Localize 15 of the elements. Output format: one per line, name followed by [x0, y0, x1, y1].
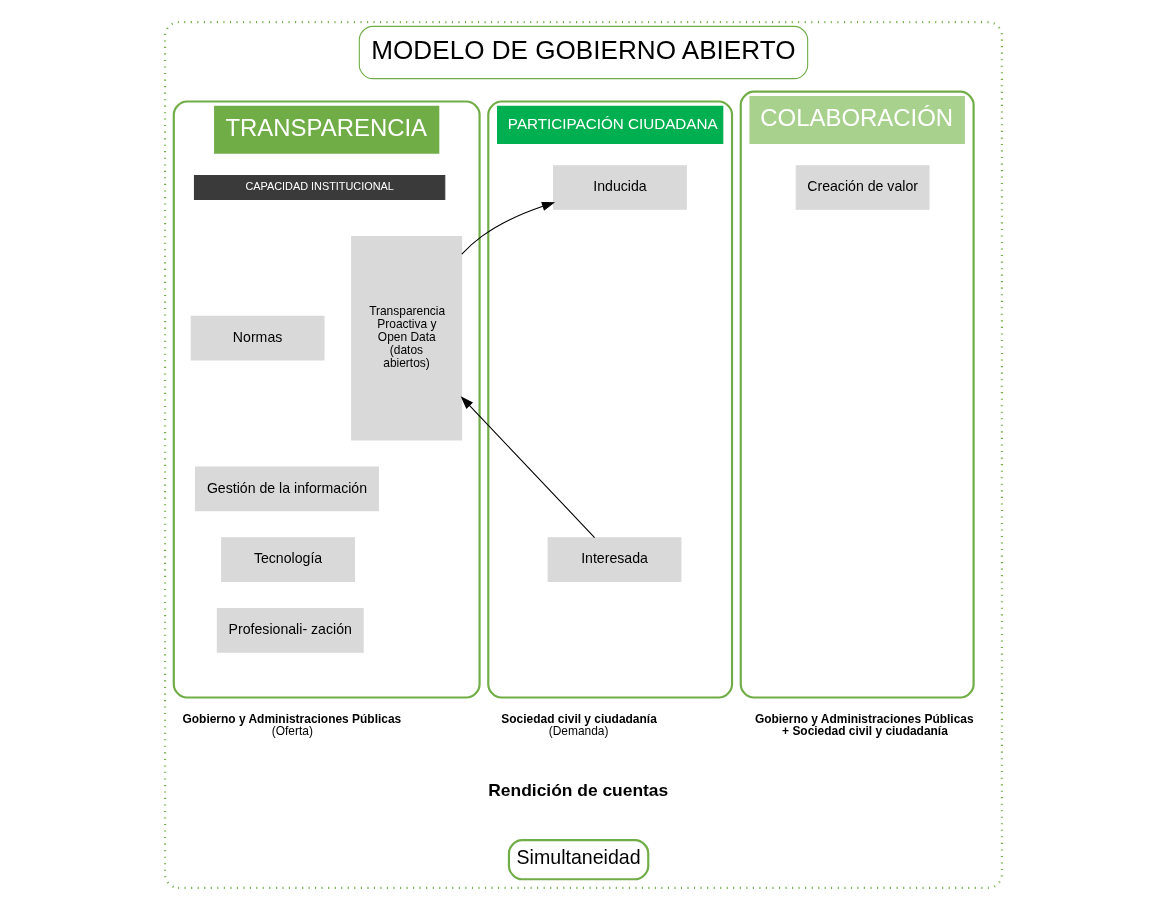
arrow: [460, 395, 596, 538]
node-label: Gobierno y Administraciones Públicas: [182, 711, 402, 726]
node-box: Normas: [190, 315, 325, 360]
node-label: Gobierno y Administraciones Públicas + Sociedad civil y ciudadanía: [754, 711, 974, 738]
node-box: Interesada: [547, 536, 682, 582]
arrow: [461, 201, 556, 255]
node-box: Transparencia Proactiva y Open Data (datos abiertos): [351, 235, 463, 440]
label: Rendición de cuentas: [488, 779, 669, 800]
node-box: Inducida: [553, 164, 687, 210]
node-box: Gestión de la información: [195, 466, 379, 511]
node-box: CAPACIDAD INSTITUCIONAL: [193, 174, 446, 200]
node-box: Tecnología: [221, 536, 355, 582]
node-label: (Oferta): [271, 723, 313, 738]
node-box: Profesionali- zación: [216, 607, 364, 653]
node-box: Creación de valor: [795, 164, 930, 210]
